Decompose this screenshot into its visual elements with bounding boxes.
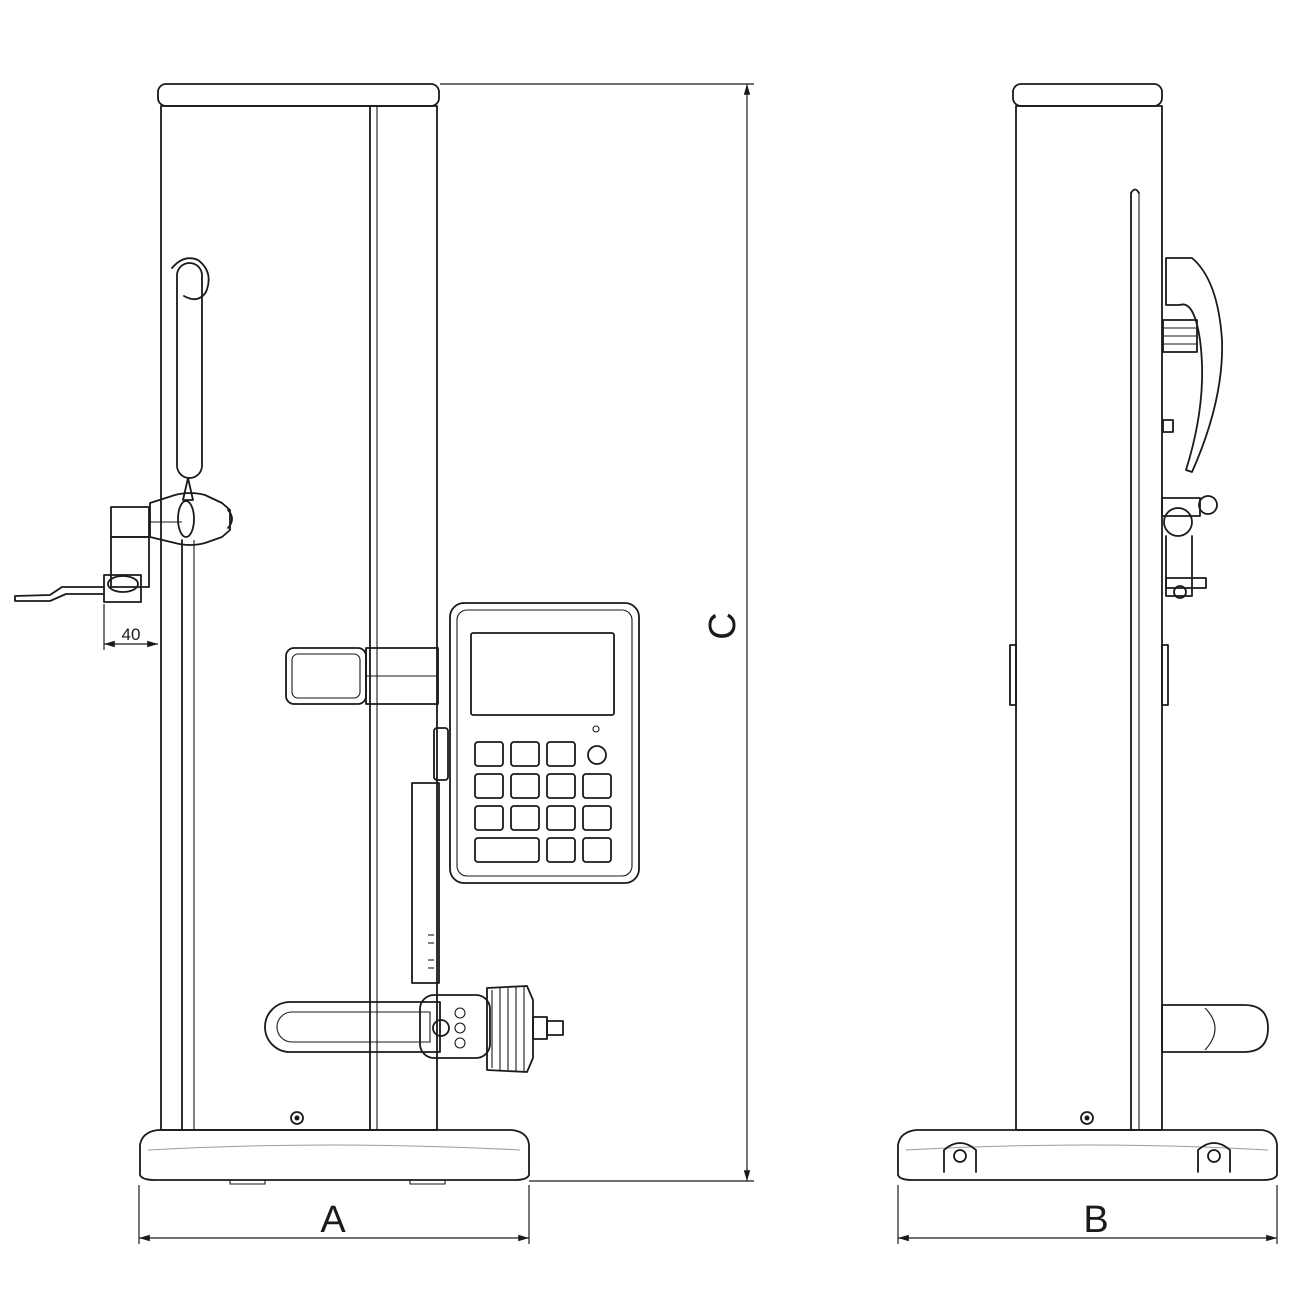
dimension-b: B — [897, 1185, 1278, 1244]
dimension-label-b: B — [1083, 1199, 1108, 1241]
front-scale-slider — [411, 782, 440, 984]
dimension-40: 40 — [103, 604, 158, 650]
side-view — [897, 83, 1278, 1181]
front-column — [157, 83, 440, 1131]
dimension-label-a: A — [320, 1199, 346, 1241]
dimension-label-40: 40 — [122, 625, 141, 644]
front-lower-arm — [264, 985, 564, 1073]
side-lever-handle — [1162, 257, 1223, 473]
front-view — [14, 83, 640, 1185]
side-column — [1009, 83, 1169, 1131]
front-console-arm — [285, 647, 449, 781]
dimension-label-c: C — [702, 612, 744, 639]
side-carriage — [1161, 495, 1218, 599]
front-carriage — [14, 492, 233, 603]
side-base — [897, 1111, 1278, 1181]
dimension-a: A — [138, 1185, 530, 1244]
front-base — [139, 1129, 530, 1185]
front-control-console — [449, 602, 640, 884]
front-lever-handle — [171, 257, 210, 501]
side-lower-knob — [1161, 1004, 1269, 1053]
dimension-c: C — [440, 83, 754, 1182]
